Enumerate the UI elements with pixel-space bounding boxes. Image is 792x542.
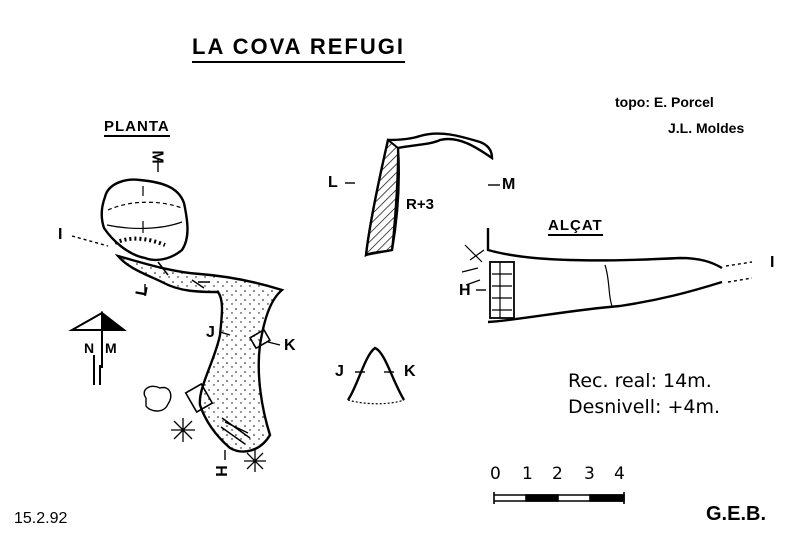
- label-plan-m: M: [148, 150, 166, 164]
- scale-tick-3: 3: [584, 464, 595, 484]
- drawing-title: LA COVA REFUGI: [192, 34, 405, 63]
- label-plan-h: H: [211, 465, 229, 477]
- north-letter-m: M: [105, 340, 117, 356]
- label-section-k: K: [404, 363, 416, 380]
- scale-tick-2: 2: [552, 464, 563, 484]
- label-section-m: M: [502, 176, 516, 193]
- group-signature: G.E.B.: [706, 503, 767, 525]
- label-plan-j: J: [206, 324, 215, 341]
- stat-recorregut-real: Rec. real: 14m.: [568, 370, 712, 392]
- label-r-plus-3: R+3: [406, 196, 434, 213]
- credit-line-2: J.L. Moldes: [668, 120, 745, 136]
- plan-section-title: PLANTA: [104, 118, 170, 137]
- elevation-view: [461, 228, 753, 324]
- scale-tick-0: 0: [490, 464, 501, 484]
- section-jk: [346, 346, 406, 405]
- label-elevation-h: H: [459, 282, 471, 299]
- label-plan-i: I: [58, 226, 63, 243]
- credit-line-1: topo: E. Porcel: [615, 94, 714, 110]
- north-arrow: [68, 310, 127, 385]
- plan-passage: [114, 253, 285, 453]
- label-section-j: J: [335, 363, 344, 380]
- stat-desnivell: Desnivell: +4m.: [568, 396, 721, 418]
- scale-bar: [493, 492, 625, 504]
- survey-date: 15.2.92: [14, 510, 68, 527]
- scale-tick-1: 1: [522, 464, 533, 484]
- section-lm: [345, 132, 500, 258]
- plan-upper-chamber: [100, 178, 189, 262]
- label-section-l: L: [328, 174, 338, 191]
- plan-view: [71, 158, 285, 472]
- elevation-section-title: ALÇAT: [548, 217, 603, 236]
- north-letter-n: N: [84, 340, 95, 356]
- scale-tick-4: 4: [614, 464, 625, 484]
- label-elevation-i: I: [770, 254, 775, 271]
- label-plan-k: K: [284, 337, 296, 354]
